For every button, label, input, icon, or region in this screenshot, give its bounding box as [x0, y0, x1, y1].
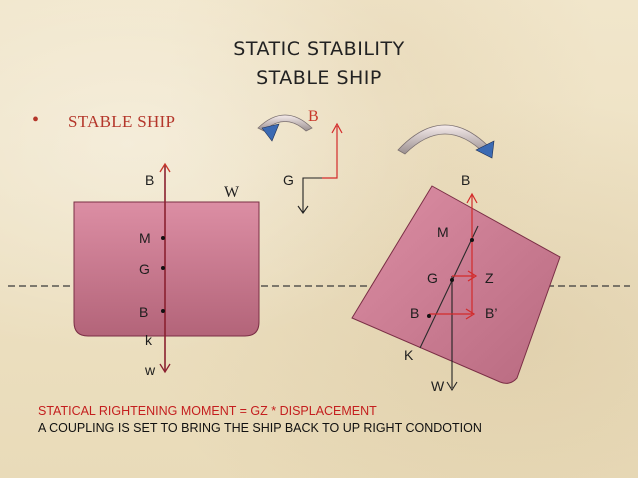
- heeled-b-point: [427, 314, 431, 318]
- heeled-m-point: [470, 238, 474, 242]
- upright-hull: [73, 201, 260, 337]
- rotation-b-label: B: [308, 108, 319, 125]
- upright-b-label: B: [139, 304, 148, 320]
- upright-g-point: [161, 266, 165, 270]
- upright-g-label: G: [139, 261, 150, 277]
- buoyancy-arrow-icon: [331, 122, 343, 134]
- slide-title-line2: STABLE SHIP: [256, 67, 382, 89]
- heeled-w-label: W: [431, 378, 445, 394]
- upright-arrow-down-icon: [159, 363, 171, 374]
- upright-b-top-label: B: [145, 172, 154, 188]
- gravity-arrow-icon: [297, 205, 309, 214]
- bb-prime-arrow-icon: [465, 308, 476, 320]
- heeled-b-prime-label: B’: [485, 305, 497, 321]
- righting-moment-formula: STATICAL RIGHTENING MOMENT = GZ * DISPLA…: [38, 404, 377, 418]
- weight-arrow-icon: [446, 381, 458, 392]
- bullet-text: STABLE SHIP: [68, 112, 176, 131]
- buoyancy-force-line: [322, 126, 338, 179]
- upright-w-bottom-label: w: [144, 362, 156, 378]
- heeled-g-label: G: [427, 270, 438, 286]
- heeled-centreline: [419, 225, 479, 349]
- heeled-m-label: M: [437, 224, 449, 240]
- coupling-note: A COUPLING IS SET TO BRING THE SHIP BACK…: [38, 421, 482, 435]
- heeled-b-top-label: B: [461, 172, 470, 188]
- upright-m-label: M: [139, 230, 151, 246]
- upright-m-point: [161, 236, 165, 240]
- rotation-g-label: G: [283, 172, 294, 188]
- upright-w-label: W: [224, 184, 240, 201]
- gravity-force-line: [302, 177, 322, 212]
- slide-title-line1: STATIC STABILITY: [233, 38, 405, 60]
- right-rotation-arrow-icon: [475, 140, 495, 159]
- heeled-g-point: [450, 278, 454, 282]
- heeled-b-label: B: [410, 305, 419, 321]
- bullet-dot: •: [32, 109, 40, 131]
- left-rotation-arrow-icon: [261, 123, 280, 142]
- heeled-hull: [351, 185, 561, 384]
- gz-arrow-icon: [467, 270, 478, 282]
- upright-k-label: k: [145, 332, 153, 348]
- upright-arrow-up-icon: [159, 162, 171, 173]
- upright-b-point: [161, 309, 165, 313]
- left-rotation-curve: [257, 114, 313, 132]
- heeled-k-label: K: [404, 347, 414, 363]
- heeled-z-label: Z: [485, 270, 494, 286]
- heeled-buoyancy-arrow-icon: [466, 192, 478, 204]
